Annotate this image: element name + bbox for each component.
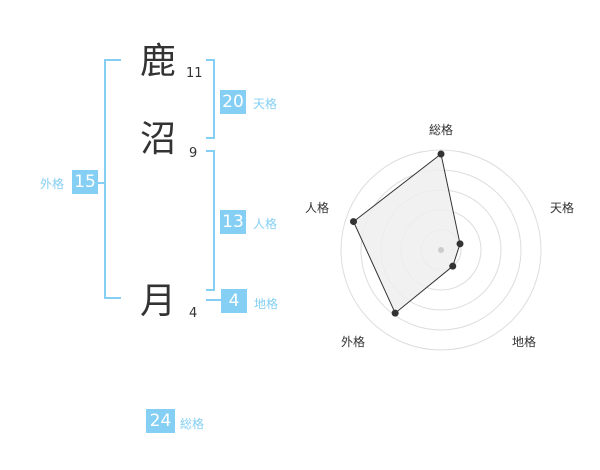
radar-point-5	[350, 218, 358, 226]
radar-point-2	[456, 240, 464, 248]
radar-axis-label-chikaku: 地格	[511, 335, 536, 349]
name-char-2: 沼	[140, 119, 177, 160]
tenkaku-label: 天格	[253, 97, 278, 111]
radar-point-1	[437, 150, 445, 158]
radar-value-polygon	[352, 153, 461, 314]
soukaku-value: 24	[146, 409, 175, 433]
stroke-count-3: 4	[189, 306, 198, 321]
tenkaku-value: 20	[220, 90, 246, 114]
soukaku-label: 総格	[180, 417, 205, 431]
chikaku-value: 4	[221, 289, 247, 313]
radar-axis-label-gaikaku: 外格	[340, 335, 365, 349]
gaikaku-bracket	[104, 59, 121, 299]
gaikaku-label: 外格	[40, 177, 65, 191]
chikaku-label: 地格	[254, 297, 279, 311]
radar-axis-label-jinkaku: 人格	[304, 201, 329, 215]
tenkaku-bracket	[206, 59, 215, 139]
jinkaku-label: 人格	[253, 217, 278, 231]
radar-point-3	[449, 262, 457, 270]
radar-point-4	[391, 309, 399, 317]
radar-center-dot	[438, 247, 444, 253]
radar-axis-label-soukaku: 総格	[428, 123, 453, 137]
radar-grid-ring	[340, 149, 542, 351]
radar-axis-label-tenkaku: 天格	[549, 201, 574, 215]
name-char-3: 月	[140, 281, 177, 322]
stroke-count-2: 9	[189, 146, 198, 161]
jinkaku-value: 13	[220, 210, 246, 234]
jinkaku-bracket	[206, 150, 215, 291]
stroke-count-1: 11	[186, 66, 203, 81]
name-char-1: 鹿	[140, 41, 177, 82]
gaikaku-value: 15	[72, 170, 98, 194]
